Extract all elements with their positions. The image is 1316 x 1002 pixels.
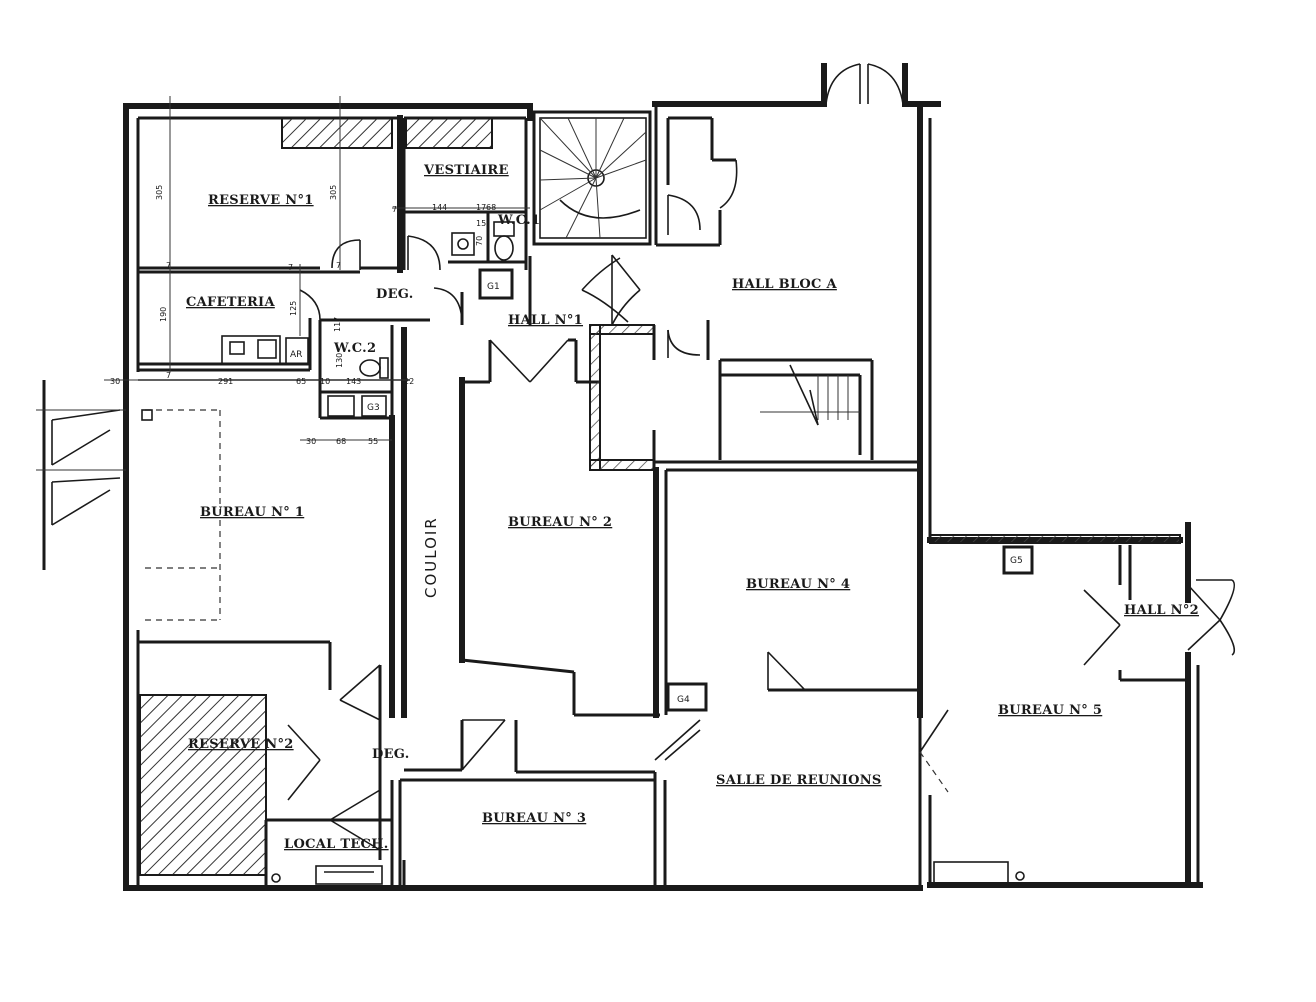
left-balcony xyxy=(36,380,126,570)
svg-text:30: 30 xyxy=(306,437,316,446)
svg-text:65: 65 xyxy=(296,377,306,386)
room-label-couloir: COULOIR xyxy=(422,516,440,598)
svg-text:143: 143 xyxy=(346,377,361,386)
vestiaire-chimney xyxy=(405,117,493,149)
stove-icon xyxy=(257,339,277,359)
svg-text:125: 125 xyxy=(289,301,298,316)
toilet-wc2-icon xyxy=(359,359,381,377)
room-label-hall1: HALL N°1 xyxy=(508,313,583,328)
duct-g3-label: G3 xyxy=(367,403,380,413)
deg-top-walls xyxy=(299,235,464,325)
svg-text:15: 15 xyxy=(476,219,486,228)
local-tech-walls xyxy=(264,780,394,888)
room-label-bureau3: BUREAU N° 3 xyxy=(482,811,586,826)
svg-text:30: 30 xyxy=(110,377,120,386)
bureau5-top-wall xyxy=(929,534,1181,544)
appliance-ar-label: AR xyxy=(290,350,302,360)
room-label-reserve2: RESERVE N°2 xyxy=(188,737,294,752)
sink-icon xyxy=(451,232,475,256)
duct-g1-label: G1 xyxy=(487,282,500,292)
outer-walls xyxy=(123,101,1203,891)
svg-text:305: 305 xyxy=(155,185,164,200)
svg-text:305: 305 xyxy=(329,185,338,200)
closet-hall-bloc-a xyxy=(654,104,738,247)
svg-text:144: 144 xyxy=(432,203,447,212)
svg-text:17: 17 xyxy=(476,203,486,212)
room-label-salle-reunions: SALLE DE REUNIONS xyxy=(716,773,882,788)
reserve2-hatched xyxy=(139,694,267,876)
svg-text:68: 68 xyxy=(486,203,496,212)
sink-basin-icon xyxy=(229,341,245,355)
room-label-cafeteria: CAFETERIA xyxy=(186,295,275,310)
svg-text:7: 7 xyxy=(166,261,171,270)
hall1-door xyxy=(528,254,641,326)
shaft-hatched xyxy=(589,320,710,471)
svg-text:22: 22 xyxy=(404,377,414,386)
duct-g3 xyxy=(361,395,387,417)
room-label-deg-top: DEG. xyxy=(376,287,414,302)
deg-bottom-walls xyxy=(287,664,506,860)
couloir-walls xyxy=(389,327,600,718)
duct-g4-label: G4 xyxy=(677,695,690,705)
svg-text:68: 68 xyxy=(336,437,346,446)
toilet-bowl-icon xyxy=(494,235,514,261)
room-label-hall2: HALL N°2 xyxy=(1124,603,1199,618)
room-label-wc1: W.C.1 xyxy=(497,213,540,228)
svg-text:291: 291 xyxy=(218,377,233,386)
svg-text:70: 70 xyxy=(475,236,484,246)
svg-text:130: 130 xyxy=(335,353,344,368)
wc2-walls xyxy=(318,320,394,420)
sink-wc2-icon xyxy=(327,395,355,417)
svg-text:55: 55 xyxy=(368,437,378,446)
room-label-local-tech: LOCAL TECH. xyxy=(284,837,389,852)
sink-drain-icon xyxy=(457,238,469,250)
duct-g5-label: G5 xyxy=(1010,556,1023,566)
room-label-deg-bottom: DEG. xyxy=(372,747,410,762)
room-label-vestiaire: VESTIAIRE xyxy=(423,163,509,178)
kitchen-sink-icon xyxy=(221,335,281,365)
vestiaire-walls xyxy=(402,116,528,270)
room-label-bureau1: BUREAU N° 1 xyxy=(200,505,304,520)
straight-staircase xyxy=(718,358,874,460)
svg-text:7: 7 xyxy=(288,263,293,272)
toilet-wc2-tank-icon xyxy=(379,357,389,379)
duct-g1 xyxy=(478,268,514,300)
bureau2-bureau4-walls xyxy=(461,467,918,718)
svg-text:117: 117 xyxy=(333,317,342,332)
reserve1-chimney xyxy=(281,117,393,149)
dimension-lines xyxy=(104,96,530,441)
svg-text:7: 7 xyxy=(166,371,171,380)
salle-reunions-walls xyxy=(918,709,949,888)
room-label-hall-bloc-a: HALL BLOC A xyxy=(732,277,838,292)
room-label-reserve1: RESERVE N°1 xyxy=(208,193,314,208)
room-label-bureau5: BUREAU N° 5 xyxy=(998,703,1102,718)
bureau3-walls xyxy=(398,719,701,888)
svg-text:7: 7 xyxy=(336,261,341,270)
french-door-top xyxy=(821,63,908,107)
bureau1-walls xyxy=(136,409,332,888)
room-label-bureau4: BUREAU N° 4 xyxy=(746,577,850,592)
svg-text:10: 10 xyxy=(320,377,330,386)
svg-text:190: 190 xyxy=(159,307,168,322)
room-label-bureau2: BUREAU N° 2 xyxy=(508,515,612,530)
room-label-wc2: W.C.2 xyxy=(333,341,376,356)
appliance-ar xyxy=(285,337,309,365)
bureau5-details xyxy=(933,545,1236,885)
svg-text:7: 7 xyxy=(392,205,397,214)
spiral-staircase xyxy=(532,110,652,246)
duct-g4 xyxy=(666,682,708,712)
